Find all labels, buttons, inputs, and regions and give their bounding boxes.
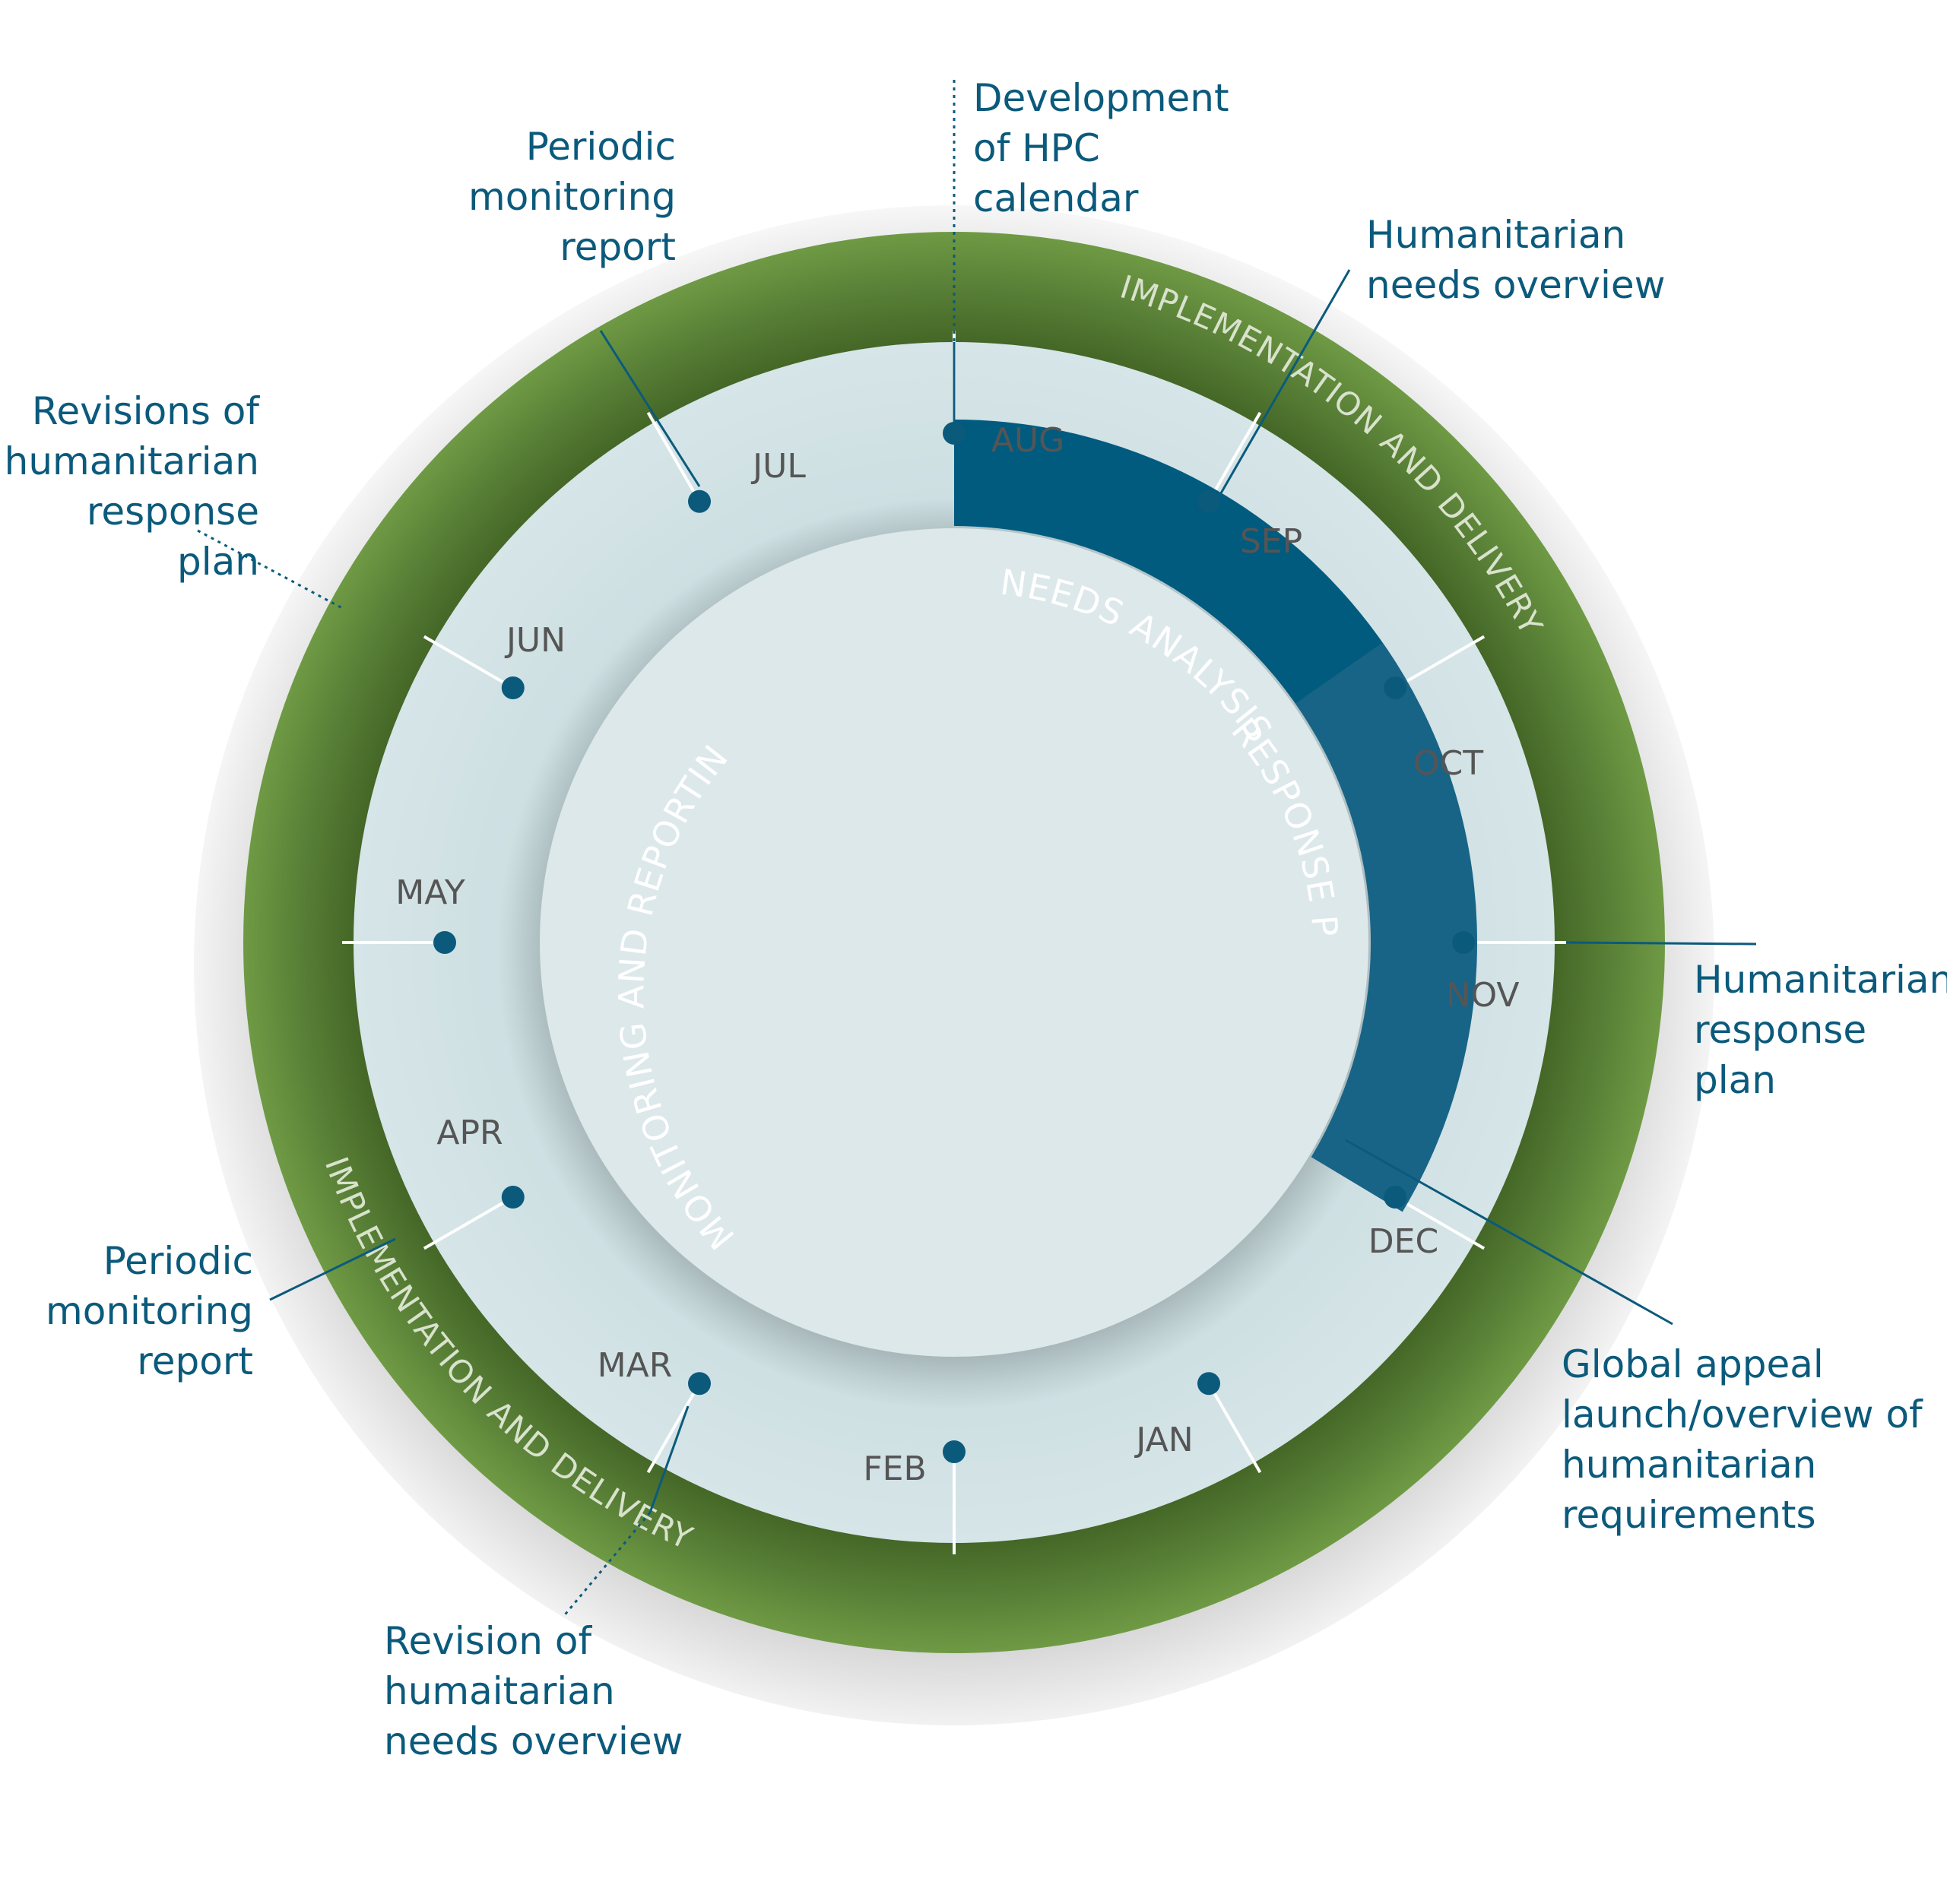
leader-periodic-monitoring-jul xyxy=(599,330,701,487)
leader-periodic-monitoring-apr xyxy=(269,1237,396,1301)
milestone-development-hpc-calendar: Development of HPC calendar xyxy=(973,76,1229,220)
leader-humanitarian-response-plan xyxy=(1565,941,1757,946)
month-label-nov: NOV xyxy=(1445,976,1520,1015)
month-label-mar: MAR xyxy=(597,1346,673,1385)
month-dot xyxy=(943,1440,966,1463)
month-label-aug: AUG xyxy=(991,421,1065,460)
segment-response-plan xyxy=(1295,642,1478,1212)
month-dot xyxy=(943,422,966,445)
month-dot xyxy=(1384,1186,1407,1209)
leader-humanitarian-needs-overview xyxy=(1211,269,1351,508)
milestone-periodic-monitoring-jul: Periodic monitoring report xyxy=(468,125,676,269)
month-dot xyxy=(1197,489,1220,513)
month-label-may: MAY xyxy=(395,873,465,912)
month-label-feb: FEB xyxy=(863,1449,927,1488)
month-dot xyxy=(688,1372,711,1396)
month-dot xyxy=(688,489,711,513)
milestone-revision-hno: Revision of humaitarian needs overview xyxy=(384,1619,683,1763)
milestone-periodic-monitoring-apr: Periodic monitoring report xyxy=(46,1239,253,1383)
month-label-sep: SEP xyxy=(1239,522,1303,561)
milestone-global-appeal: Global appeal launch/overview of humanit… xyxy=(1562,1342,1923,1537)
month-dot xyxy=(1452,931,1475,954)
month-dot xyxy=(501,1186,525,1209)
month-dot xyxy=(433,931,456,954)
leader-global-appeal xyxy=(1345,1139,1673,1326)
month-dot xyxy=(501,676,525,699)
month-label-jun: JUN xyxy=(506,621,566,660)
month-label-oct: OCT xyxy=(1413,744,1484,783)
month-label-apr: APR xyxy=(436,1114,503,1152)
month-dot xyxy=(1384,676,1407,699)
center-disk xyxy=(540,528,1368,1357)
milestone-revisions-hrp: Revisions of humanitarian response plan xyxy=(4,389,259,584)
month-label-jul: JUL xyxy=(753,447,806,486)
segment-needs-analysis xyxy=(954,420,1407,734)
month-label-dec: DEC xyxy=(1368,1222,1439,1261)
month-dot xyxy=(1197,1372,1220,1396)
milestone-humanitarian-response-plan: Humanitarian response plan xyxy=(1694,958,1947,1102)
milestone-humanitarian-needs-overview: Humanitarian needs overview xyxy=(1366,213,1666,307)
leader-revision-hno xyxy=(648,1405,690,1513)
month-label-jan: JAN xyxy=(1136,1421,1194,1459)
